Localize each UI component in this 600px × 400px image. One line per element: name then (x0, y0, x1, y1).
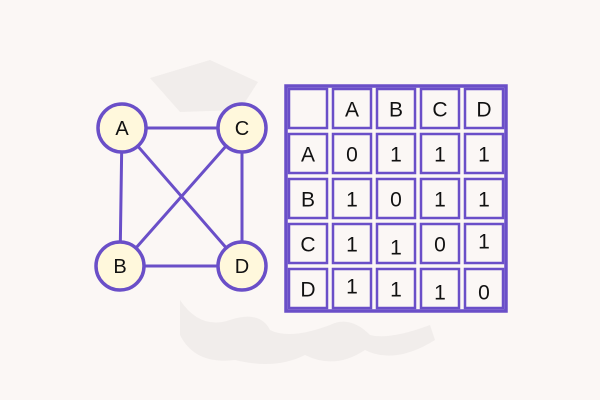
matrix-cell-value: 1 (434, 282, 446, 305)
matrix-cell-value: 1 (478, 144, 490, 167)
node-label: C (235, 118, 249, 140)
node-B: B (94, 240, 146, 292)
matrix-cell-box (331, 267, 373, 310)
matrix-cell-box (287, 267, 329, 310)
matrix-cell-box (375, 267, 417, 310)
matrix-cell-box (375, 177, 417, 220)
node-C: C (216, 102, 268, 154)
matrix-cell-value: 1 (390, 237, 402, 260)
matrix-cell-box (331, 222, 373, 265)
matrix-cell-value: 1 (434, 144, 446, 167)
matrix-cell-box (463, 267, 505, 310)
matrix-cell-box (331, 177, 373, 220)
matrix-cell-box (287, 132, 329, 175)
matrix-cell-box (287, 87, 329, 130)
matrix-cell-box (287, 222, 329, 265)
node-circle (96, 102, 148, 154)
matrix-col-header: A (345, 99, 359, 122)
node-circle (216, 240, 268, 292)
matrix-cell-value: 1 (390, 279, 402, 302)
graph-edges (118, 126, 244, 268)
matrix-cell-box (375, 87, 417, 130)
matrix-cell-value: 1 (390, 144, 402, 167)
matrix-cell-box (419, 267, 461, 310)
matrix-cell-box (419, 222, 461, 265)
matrix-cell-box (331, 132, 373, 175)
matrix-cell-box (287, 177, 329, 220)
node-label: A (115, 118, 129, 140)
matrix-row-header: C (300, 234, 315, 257)
matrix-cell-box (463, 222, 505, 265)
matrix-cell-value: 0 (390, 189, 402, 212)
matrix-cell-value: 1 (346, 234, 358, 257)
matrix-cell-box (463, 177, 505, 220)
matrix-row-header: A (301, 144, 315, 167)
matrix-cell-box (419, 177, 461, 220)
matrix-cell-box (331, 87, 373, 130)
watermark-logo (150, 60, 435, 364)
matrix-col-header: D (476, 99, 491, 122)
node-label: B (113, 256, 126, 278)
node-circle (94, 240, 146, 292)
matrix-border (284, 84, 508, 313)
edge-C-B (118, 126, 244, 268)
matrix-col-header: B (389, 99, 403, 122)
matrix-cell-box (375, 222, 417, 265)
matrix-cell-value: 0 (346, 144, 358, 167)
matrix-cell-value: 1 (434, 189, 446, 212)
matrix-cell-box (419, 132, 461, 175)
matrix-cell-box (375, 132, 417, 175)
matrix-col-header: C (432, 99, 447, 122)
matrix-cell-value: 1 (346, 276, 358, 299)
matrix-cell-value: 0 (478, 282, 490, 305)
matrix-cell-value: 1 (478, 189, 490, 212)
matrix-cell-box (463, 132, 505, 175)
matrix-cell-value: 1 (478, 231, 490, 254)
matrix-cell-value: 0 (434, 234, 446, 257)
matrix-cell-box (419, 87, 461, 130)
node-D: D (216, 240, 268, 292)
node-label: D (235, 256, 249, 278)
matrix-cell-box (463, 87, 505, 130)
matrix-row-header: D (300, 279, 315, 302)
node-circle (216, 102, 268, 154)
graph-nodes: A C B D (94, 102, 268, 292)
node-A: A (96, 102, 148, 154)
matrix-row-header: B (301, 189, 315, 212)
matrix-cell-value: 1 (346, 189, 358, 212)
